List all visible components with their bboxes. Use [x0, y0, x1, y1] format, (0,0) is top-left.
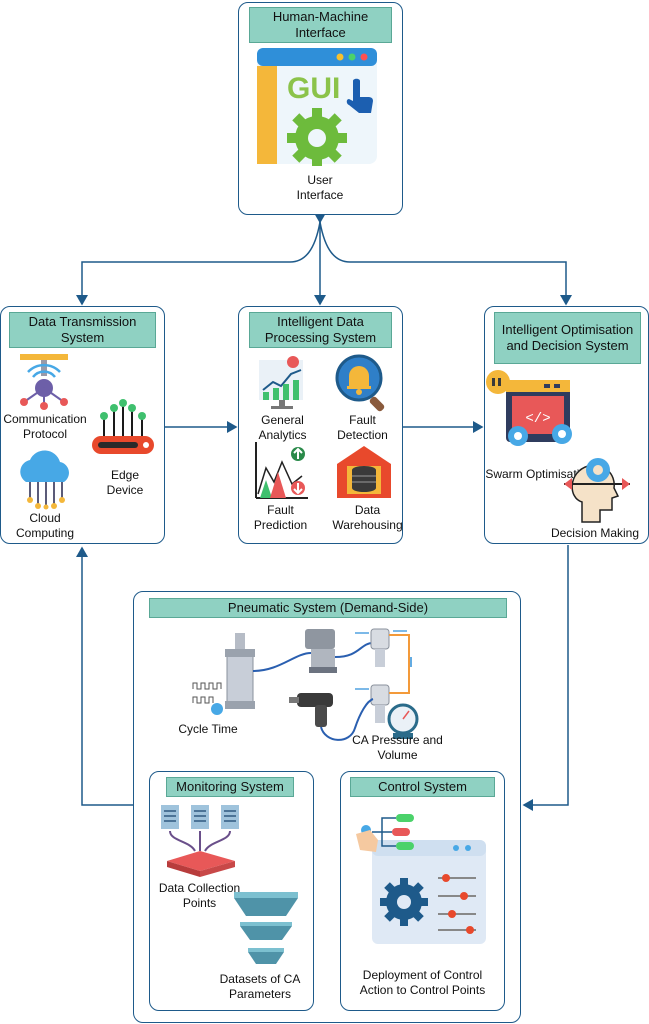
data-warehousing-icon: [337, 446, 391, 498]
fault-prediction-icon: [255, 442, 308, 499]
pneumatic-title: Pneumatic System (Demand-Side): [149, 598, 507, 618]
user-interface-label: User Interface: [296, 173, 344, 202]
ca-pressure-label: CA Pressure and Volume: [352, 733, 443, 762]
general-analytics-icon: [259, 356, 303, 409]
fault-prediction-label: Fault Prediction: [253, 503, 308, 532]
svg-text:GUI: GUI: [287, 72, 340, 105]
arrow-hmi-optimisation: [319, 221, 572, 306]
hmi-title: Human-Machine Interface: [249, 7, 392, 43]
datasets-label: Datasets of CA Parameters: [219, 972, 301, 1001]
swarm-optimisation-icon: </>: [486, 370, 572, 446]
decision-making-label: Decision Making: [550, 526, 640, 540]
cloud-computing-icon: [20, 450, 69, 510]
arrow-optimisation-control: [522, 545, 569, 811]
edge-device-label: Edge Device: [106, 468, 144, 497]
data-collection-icon: [161, 805, 239, 877]
cloud-computing-label: Cloud Computing: [15, 511, 75, 540]
optimisation-title: Intelligent Optimisation and Decision Sy…: [494, 312, 641, 364]
decision-making-icon: [564, 458, 630, 523]
data-collection-label: Data Collection Points: [158, 881, 241, 910]
processing-title: Intelligent Data Processing System: [249, 312, 392, 348]
pneumatic-equipment-icon: [192, 628, 419, 741]
communication-protocol-icon: [20, 354, 68, 410]
fault-detection-label: Fault Detection: [337, 413, 388, 442]
fault-detection-icon: [335, 354, 385, 412]
communication-protocol-label: Communication Protocol: [3, 412, 87, 441]
gui-window-icon: GUI: [257, 48, 377, 166]
deployment-label: Deployment of Control Action to Control …: [359, 968, 486, 997]
control-title: Control System: [350, 777, 495, 797]
cycle-time-label: Cycle Time: [178, 722, 238, 736]
transmission-title: Data Transmission System: [9, 312, 156, 348]
datasets-icon: [234, 892, 298, 964]
data-warehousing-label: Data Warehousing: [332, 503, 403, 532]
swarm-optimisation-label: Swarm Optimisation: [485, 467, 593, 481]
svg-text:</>: </>: [525, 411, 550, 427]
arrow-hmi-transmission: [76, 221, 321, 306]
general-analytics-label: General Analytics: [258, 413, 307, 442]
control-panel-icon: [356, 814, 486, 944]
monitoring-title: Monitoring System: [166, 777, 294, 797]
edge-device-icon: [92, 399, 154, 454]
arrow-pneumatic-transmission: [76, 546, 133, 806]
